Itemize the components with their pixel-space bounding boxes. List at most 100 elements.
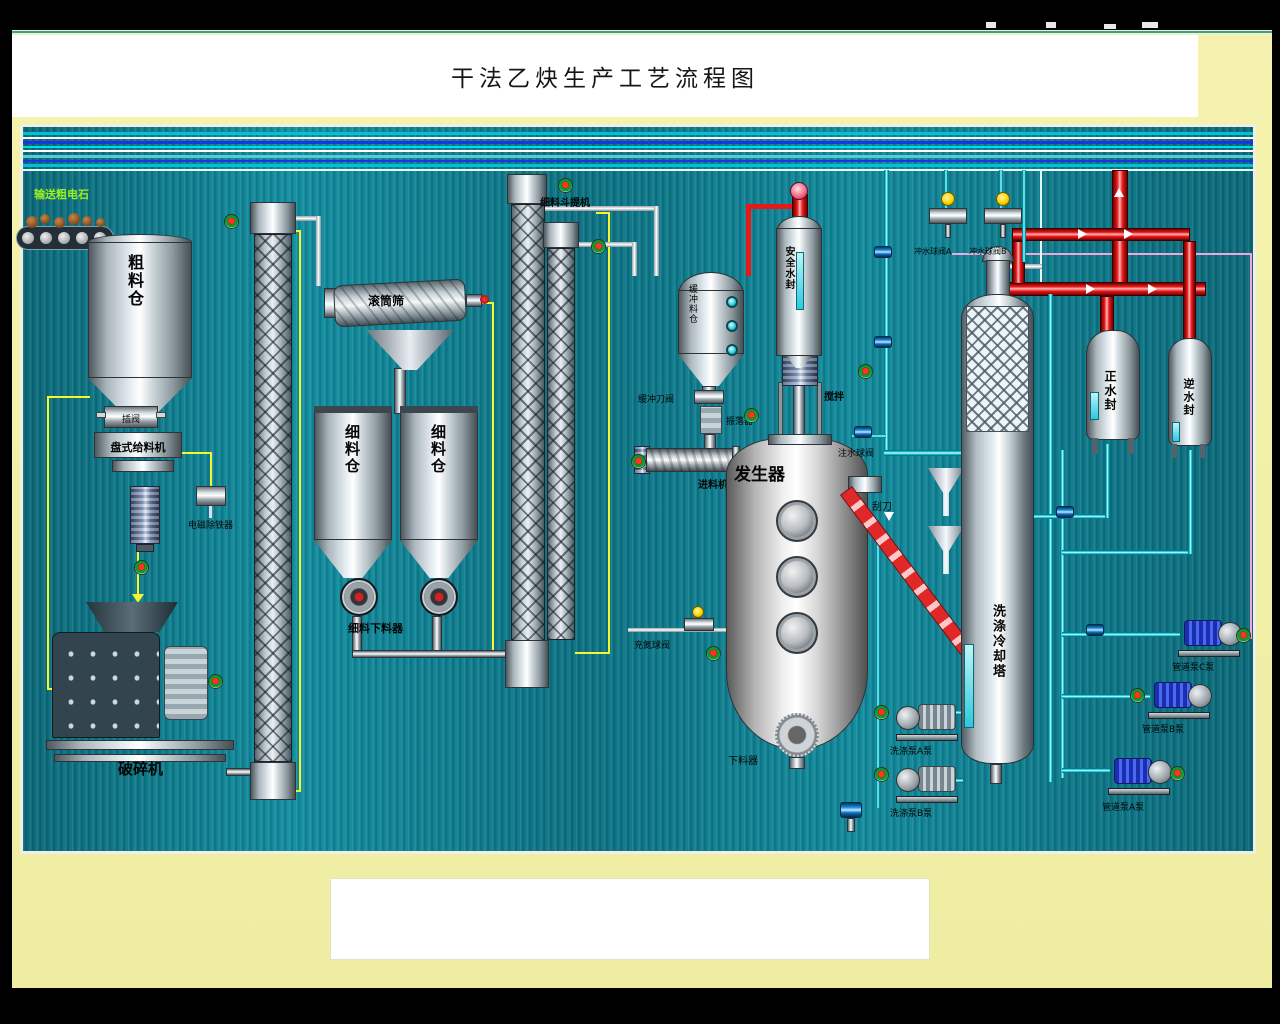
flush-ball-valve-b[interactable] [984, 208, 1022, 224]
carbide-lump [82, 216, 92, 226]
pipe-pump-a-base [1108, 788, 1170, 795]
crusher-base-beam [54, 754, 226, 762]
flow-arrow [1114, 188, 1124, 197]
tower-side-line [1034, 514, 1054, 519]
agitator-label: 搅拌 [824, 392, 844, 403]
line-ball-valve[interactable] [874, 246, 892, 258]
rotary-discharger-2[interactable] [420, 578, 458, 616]
carbide-lump [68, 213, 80, 225]
disc-feeder[interactable] [94, 432, 182, 458]
line-ball-valve[interactable] [1086, 624, 1104, 636]
fine-silo-1-label: 细料仓 [343, 424, 361, 475]
status-light [558, 178, 573, 193]
feeder-motor[interactable] [130, 486, 160, 544]
window-tick [1046, 22, 1056, 28]
duct-drive-box [848, 476, 882, 493]
wash-pump-b-label: 洗涤泵B泵 [890, 809, 933, 819]
elevator2-column[interactable] [511, 204, 545, 642]
status-light [706, 646, 721, 661]
header-pipe [23, 141, 1253, 144]
wash-pump-b-head [896, 768, 920, 792]
feeder-motor-cap [136, 544, 154, 552]
reverse-seal-return [1062, 550, 1190, 555]
status-light [631, 454, 646, 469]
drain-ball-valve[interactable] [840, 802, 862, 818]
gas-header-lower [1006, 282, 1206, 296]
feeder-label: 进料机 [698, 480, 728, 491]
pipe-pump-a[interactable] [1114, 758, 1152, 784]
fine-silo-rim [314, 406, 392, 413]
elevator3-head [543, 222, 579, 248]
pipe-pump-b-base [1148, 712, 1210, 719]
pipe-pump-b[interactable] [1154, 682, 1192, 708]
buffer-level-indicator [726, 320, 738, 332]
pipe-pump-c-label: 管道泵C泵 [1172, 663, 1215, 673]
forward-water-seal[interactable] [1086, 330, 1140, 440]
flush-ball-valve-a[interactable] [929, 208, 967, 224]
buffer-knife-valve[interactable] [694, 390, 724, 404]
crusher-motor[interactable] [164, 646, 208, 720]
forward-seal-return [1053, 514, 1107, 519]
shaker-device[interactable] [700, 406, 722, 434]
generator-porthole [776, 556, 818, 598]
elevator2-discharge-pipe [654, 206, 659, 276]
flow-arrow [1124, 229, 1133, 239]
feed-screw[interactable] [646, 448, 736, 472]
crusher-base-beam [46, 740, 234, 750]
magnetic-separator-label: 电磁除铁器 [188, 521, 234, 531]
pipe-pump-c[interactable] [1184, 620, 1222, 646]
disc-feeder-label: 盘式给料机 [110, 441, 166, 454]
fine-discharger-label: 细料下料器 [348, 622, 403, 635]
slide-valve-label: 插阀 [122, 415, 141, 425]
gas-return-line [746, 204, 808, 209]
elevator2-head [507, 174, 547, 204]
rotary-discharger-1[interactable] [340, 578, 378, 616]
wash-pump-a-suction [950, 710, 963, 715]
aux-line [1250, 253, 1252, 639]
coarse-silo[interactable] [88, 242, 192, 378]
magnetic-separator[interactable] [196, 486, 226, 506]
elevator1-column[interactable] [254, 234, 292, 762]
wash-pump-b[interactable] [918, 766, 956, 792]
crusher[interactable] [52, 632, 160, 738]
forward-seal-leg [1092, 438, 1098, 454]
carbide-lump [40, 214, 50, 224]
gas-return-line [746, 206, 751, 276]
fine-silo-2-label: 细料仓 [429, 424, 447, 475]
flush-valve-a-dome [941, 192, 955, 206]
header-pipe [23, 164, 1253, 167]
buffer-silo-label: 缓冲料仓 [687, 284, 697, 324]
agitator-frame [778, 382, 783, 438]
tower-drain-pipe [990, 764, 1002, 784]
conveyor-roller [76, 232, 88, 244]
fine-silo-2[interactable] [400, 410, 478, 540]
water-manifold-2 [1060, 450, 1065, 778]
fine-silo-rim [400, 406, 478, 413]
pipe-pump-b-label: 管道泵B泵 [1142, 725, 1185, 735]
line-ball-valve[interactable] [874, 336, 892, 348]
elevator3-column[interactable] [547, 248, 575, 640]
wash-tower-label: 洗涤冷却塔 [990, 604, 1005, 679]
buffer-level-indicator [726, 344, 738, 356]
drain-valve-stem [847, 818, 855, 832]
disc-feeder-flange [112, 460, 174, 472]
reverse-seal-label: 逆水封 [1182, 378, 1195, 417]
water-fill-valve-label: 注水球阀 [838, 449, 875, 459]
status-light [224, 214, 239, 229]
water-inlet-tower [884, 450, 964, 456]
generator-porthole [776, 500, 818, 542]
line-ball-valve[interactable] [1056, 506, 1074, 518]
crusher-outlet-chute [226, 768, 252, 776]
slide-valve-rod [156, 412, 166, 418]
window-tick [986, 22, 996, 28]
screen-bearing [480, 295, 489, 304]
scraper-label: 刮刀 [872, 502, 892, 513]
fine-silo-1[interactable] [314, 410, 392, 540]
wash-pump-a[interactable] [918, 704, 956, 730]
status-light [874, 705, 889, 720]
pipe-pump-a-head [1148, 760, 1172, 784]
nitrogen-ball-valve[interactable] [684, 618, 714, 631]
generator-drain-pipe [789, 757, 805, 769]
water-fill-ball-valve[interactable] [854, 426, 872, 438]
silo-discharge-pipe [432, 616, 442, 652]
